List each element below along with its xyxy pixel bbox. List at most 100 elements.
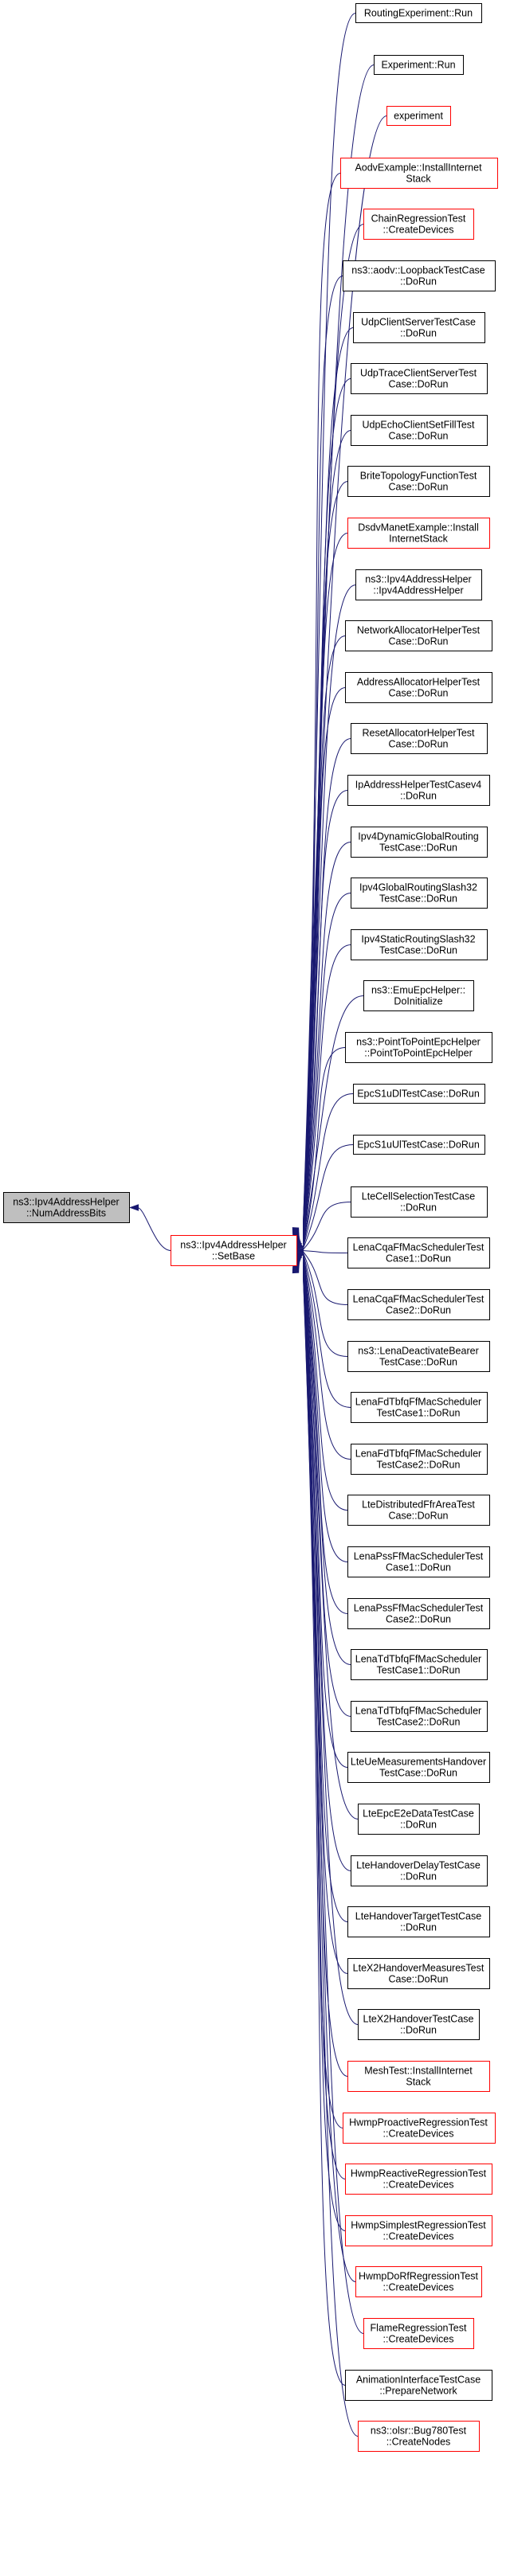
caller-node-box <box>347 518 490 549</box>
root-node-label-line: ns3::Ipv4AddressHelper <box>13 1197 119 1208</box>
caller-node: LteCellSelectionTestCase::DoRun <box>351 1186 488 1218</box>
caller-node-box <box>351 723 488 754</box>
call-edge <box>303 378 351 1232</box>
caller-node-box <box>363 980 474 1011</box>
call-edge-arrowhead <box>129 1204 139 1211</box>
caller-node-label-line: TestCase::DoRun <box>379 842 457 854</box>
caller-node-label-line: Case::DoRun <box>388 431 448 442</box>
caller-node-box <box>358 2421 480 2452</box>
caller-node-label-line: EpcS1uUlTestCase::DoRun <box>357 1139 480 1151</box>
caller-node-box <box>351 1392 488 1423</box>
caller-node-box <box>347 466 490 497</box>
caller-node-box <box>358 1804 480 1835</box>
caller-node-label-line: Ipv4DynamicGlobalRouting <box>358 831 479 842</box>
caller-node-label-line: ns3::aodv::LoopbackTestCase <box>351 265 485 276</box>
call-edge <box>303 481 348 1234</box>
call-edge <box>303 1258 348 1614</box>
caller-node[interactable]: FlameRegressionTest::CreateDevices <box>363 2318 474 2349</box>
caller-node: LteX2HandoverTestCase::DoRun <box>358 2009 480 2040</box>
caller-node-label-line: ::DoRun <box>400 791 437 802</box>
caller-node-label-line: Case::DoRun <box>388 1974 448 1985</box>
call-edge <box>303 1264 351 1871</box>
caller-node-label-line: RoutingExperiment::Run <box>364 8 473 19</box>
caller-node: Experiment::Run <box>374 55 464 75</box>
caller-node-label-line: ::DoRun <box>400 2025 437 2036</box>
caller-node-label-line: LenaCqaFfMacSchedulerTest <box>353 1294 484 1305</box>
caller-node-label-line: LenaCqaFfMacSchedulerTest <box>353 1242 484 1253</box>
caller-node-label-line: Case::DoRun <box>388 379 448 390</box>
caller-node-box <box>355 2266 482 2297</box>
call-edge <box>303 1253 348 1357</box>
caller-node-label-line: LteX2HandoverTestCase <box>363 2014 474 2025</box>
caller-node-label-line: Case2::DoRun <box>386 1305 451 1316</box>
caller-node-label-line: experiment <box>394 111 443 122</box>
caller-node-label-line: Ipv4GlobalRoutingSlash32 <box>359 882 477 893</box>
caller-node-label-line: ::CreateDevices <box>383 2282 454 2293</box>
caller-node: UdpClientServerTestCase::DoRun <box>353 312 485 343</box>
caller-node[interactable]: ChainRegressionTest::CreateDevices <box>363 209 474 240</box>
call-edge <box>303 687 346 1239</box>
caller-node-label-line: Ipv4StaticRoutingSlash32 <box>361 934 475 945</box>
caller-node-label-line: LenaTdTbfqFfMacScheduler <box>355 1654 481 1665</box>
call-edge <box>303 1202 351 1250</box>
caller-node-box <box>345 620 492 651</box>
caller-node[interactable]: HwmpDoRfRegressionTest::CreateDevices <box>355 2266 482 2297</box>
caller-node-label-line: ns3::LenaDeactivateBearer <box>358 1346 478 1357</box>
caller-node[interactable]: ns3::olsr::Bug780Test::CreateNodes <box>358 2421 480 2452</box>
call-edge <box>303 173 341 1227</box>
caller-node-box <box>345 2370 492 2401</box>
caller-node-label-line: InternetStack <box>389 534 448 545</box>
caller-node-label-line: Experiment::Run <box>381 60 455 71</box>
caller-node-box <box>347 775 490 806</box>
call-edge <box>303 1257 348 1562</box>
caller-node-label-line: DsdvManetExample::Install <box>358 522 478 534</box>
caller-node-label-line: ns3::Ipv4AddressHelper <box>365 574 471 585</box>
caller-node-label-line: LenaTdTbfqFfMacScheduler <box>355 1706 481 1717</box>
caller-node-box <box>347 1289 490 1320</box>
call-edge <box>303 790 348 1241</box>
caller-node[interactable]: experiment <box>386 106 451 126</box>
caller-node-label-line: ::DoRun <box>400 276 437 287</box>
caller-node-label-line: DoInitialize <box>394 996 442 1007</box>
call-edge <box>303 1047 346 1247</box>
caller-node-box <box>355 3 482 23</box>
caller-node-box <box>351 929 488 960</box>
caller-node-box <box>351 878 488 909</box>
caller-node-label-line: LteEpcE2eDataTestCase <box>363 1808 474 1820</box>
call-edge <box>303 1255 351 1460</box>
caller-node-box <box>353 1135 485 1155</box>
caller-node[interactable]: HwmpProactiveRegressionTest::CreateDevic… <box>343 2113 496 2144</box>
caller-node-box <box>351 415 488 446</box>
caller-node[interactable]: HwmpSimplestRegressionTest::CreateDevice… <box>345 2215 492 2246</box>
caller-node-box <box>358 2009 480 2040</box>
caller-node-label-line: LteX2HandoverMeasuresTest <box>353 1963 484 1974</box>
caller-node[interactable]: HwmpReactiveRegressionTest::CreateDevice… <box>345 2164 492 2195</box>
caller-node-label-line: FlameRegressionTest <box>371 2323 467 2334</box>
caller-node-label-line: LenaFdTbfqFfMacScheduler <box>355 1448 481 1460</box>
caller-node: ns3::Ipv4AddressHelper::Ipv4AddressHelpe… <box>355 569 482 600</box>
caller-node-box <box>351 1186 488 1218</box>
hub-node[interactable]: ns3::Ipv4AddressHelper::SetBase <box>171 1235 297 1266</box>
caller-node-label-line: ns3::PointToPointEpcHelper <box>356 1037 481 1048</box>
caller-node: ns3::PointToPointEpcHelper::PointToPoint… <box>345 1032 492 1063</box>
caller-node-box <box>351 1649 488 1680</box>
caller-node-label-line: ::PointToPointEpcHelper <box>364 1048 473 1059</box>
caller-node-label-line: ns3::EmuEpcHelper:: <box>371 985 465 996</box>
caller-node-label-line: TestCase::DoRun <box>379 893 457 905</box>
caller-node-label-line: ResetAllocatorHelperTest <box>362 728 475 739</box>
caller-node-label-line: ::CreateDevices <box>383 2231 454 2242</box>
caller-node: EpcS1uUlTestCase::DoRun <box>353 1135 485 1155</box>
caller-node-box <box>347 1958 490 1989</box>
caller-node-label-line: TestCase2::DoRun <box>377 1717 461 1728</box>
caller-node-label-line: ::DoRun <box>400 1202 437 1214</box>
caller-node-label-line: TestCase::DoRun <box>379 1357 457 1368</box>
